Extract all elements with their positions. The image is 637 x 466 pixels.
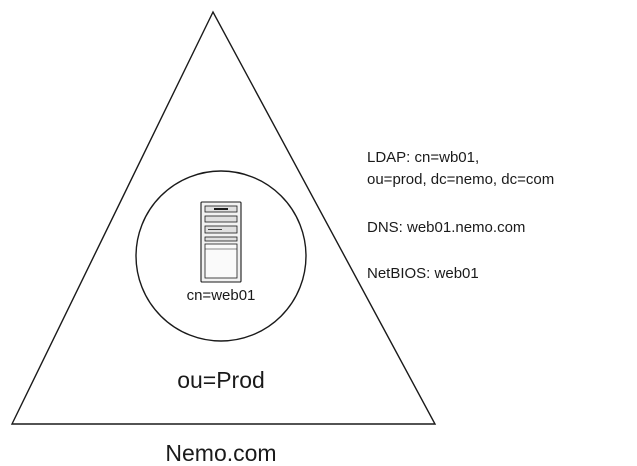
ldap-name-line1: LDAP: cn=wb01, xyxy=(367,149,479,166)
ou-circle xyxy=(135,170,307,342)
ou-label: ou=Prod xyxy=(177,367,265,393)
domain-triangle xyxy=(10,10,437,425)
server-label: cn=web01 xyxy=(187,287,256,304)
ldap-name-line2: ou=prod, dc=nemo, dc=com xyxy=(367,171,554,188)
server-tower-icon xyxy=(200,201,242,283)
dns-name: DNS: web01.nemo.com xyxy=(367,219,525,236)
netbios-name: NetBIOS: web01 xyxy=(367,265,479,282)
domain-label: Nemo.com xyxy=(165,440,276,466)
